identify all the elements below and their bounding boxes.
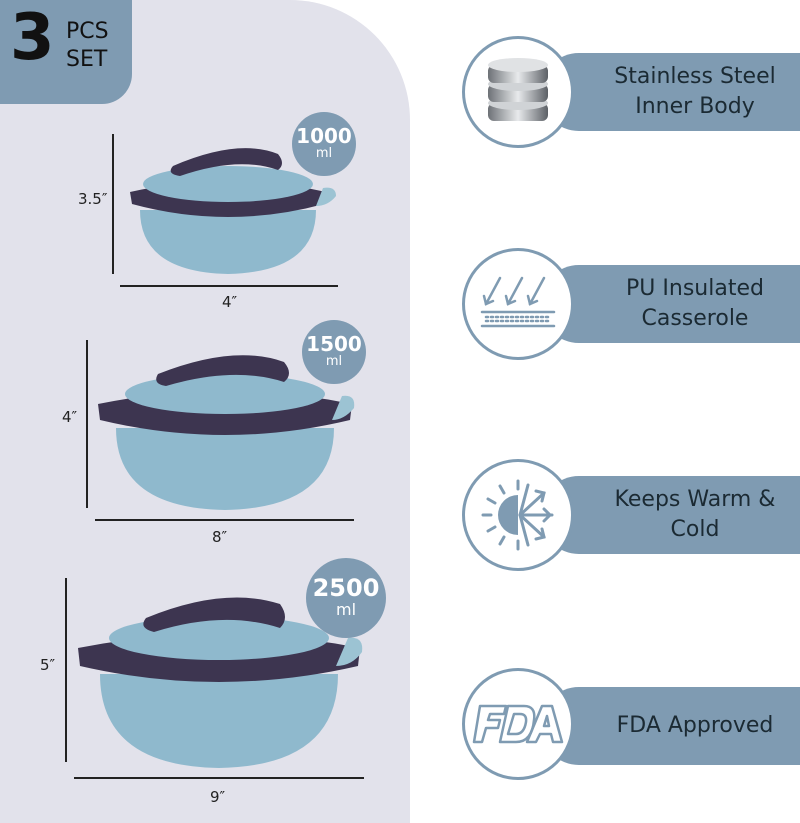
casserole-2500ml — [78, 597, 363, 768]
feature-label-insulated: PU Insulated Casserole — [626, 276, 764, 331]
fda-icon — [472, 704, 564, 744]
feature-pill-fda — [540, 687, 800, 765]
width-line-1 — [120, 285, 338, 287]
height-label-2: 4″ — [62, 408, 78, 426]
steel-coins-icon — [488, 58, 548, 121]
casserole-1000ml — [130, 148, 336, 274]
feature-pill-steel — [540, 53, 800, 131]
height-line-2 — [86, 340, 88, 508]
feature-label-steel: Stainless Steel Inner Body — [614, 64, 776, 119]
width-label-2: 8″ — [212, 528, 228, 546]
width-label-3: 9″ — [210, 788, 226, 806]
feature-pill-warm-cold — [540, 476, 800, 554]
set-count: 3 — [10, 1, 55, 75]
feature-circle-fda — [462, 668, 574, 780]
height-label-3: 5″ — [40, 656, 56, 674]
casserole-1500ml — [98, 355, 355, 510]
feature-circle-insulated — [462, 248, 574, 360]
width-line-3 — [74, 777, 364, 779]
width-line-2 — [95, 519, 354, 521]
height-line-3 — [65, 578, 67, 762]
feature-circle-steel — [462, 36, 574, 148]
height-label-1: 3.5″ — [78, 190, 108, 208]
sun-snowflake-icon — [481, 479, 554, 551]
width-label-1: 4″ — [222, 293, 238, 311]
feature-circle-warm-cold — [462, 459, 574, 571]
feature-label-fda: FDA Approved — [616, 713, 774, 739]
feature-pill-insulated — [540, 265, 800, 343]
insulation-icon — [480, 276, 556, 328]
height-line-1 — [112, 134, 114, 274]
feature-label-warm-cold: Keeps Warm & Cold — [614, 487, 776, 542]
